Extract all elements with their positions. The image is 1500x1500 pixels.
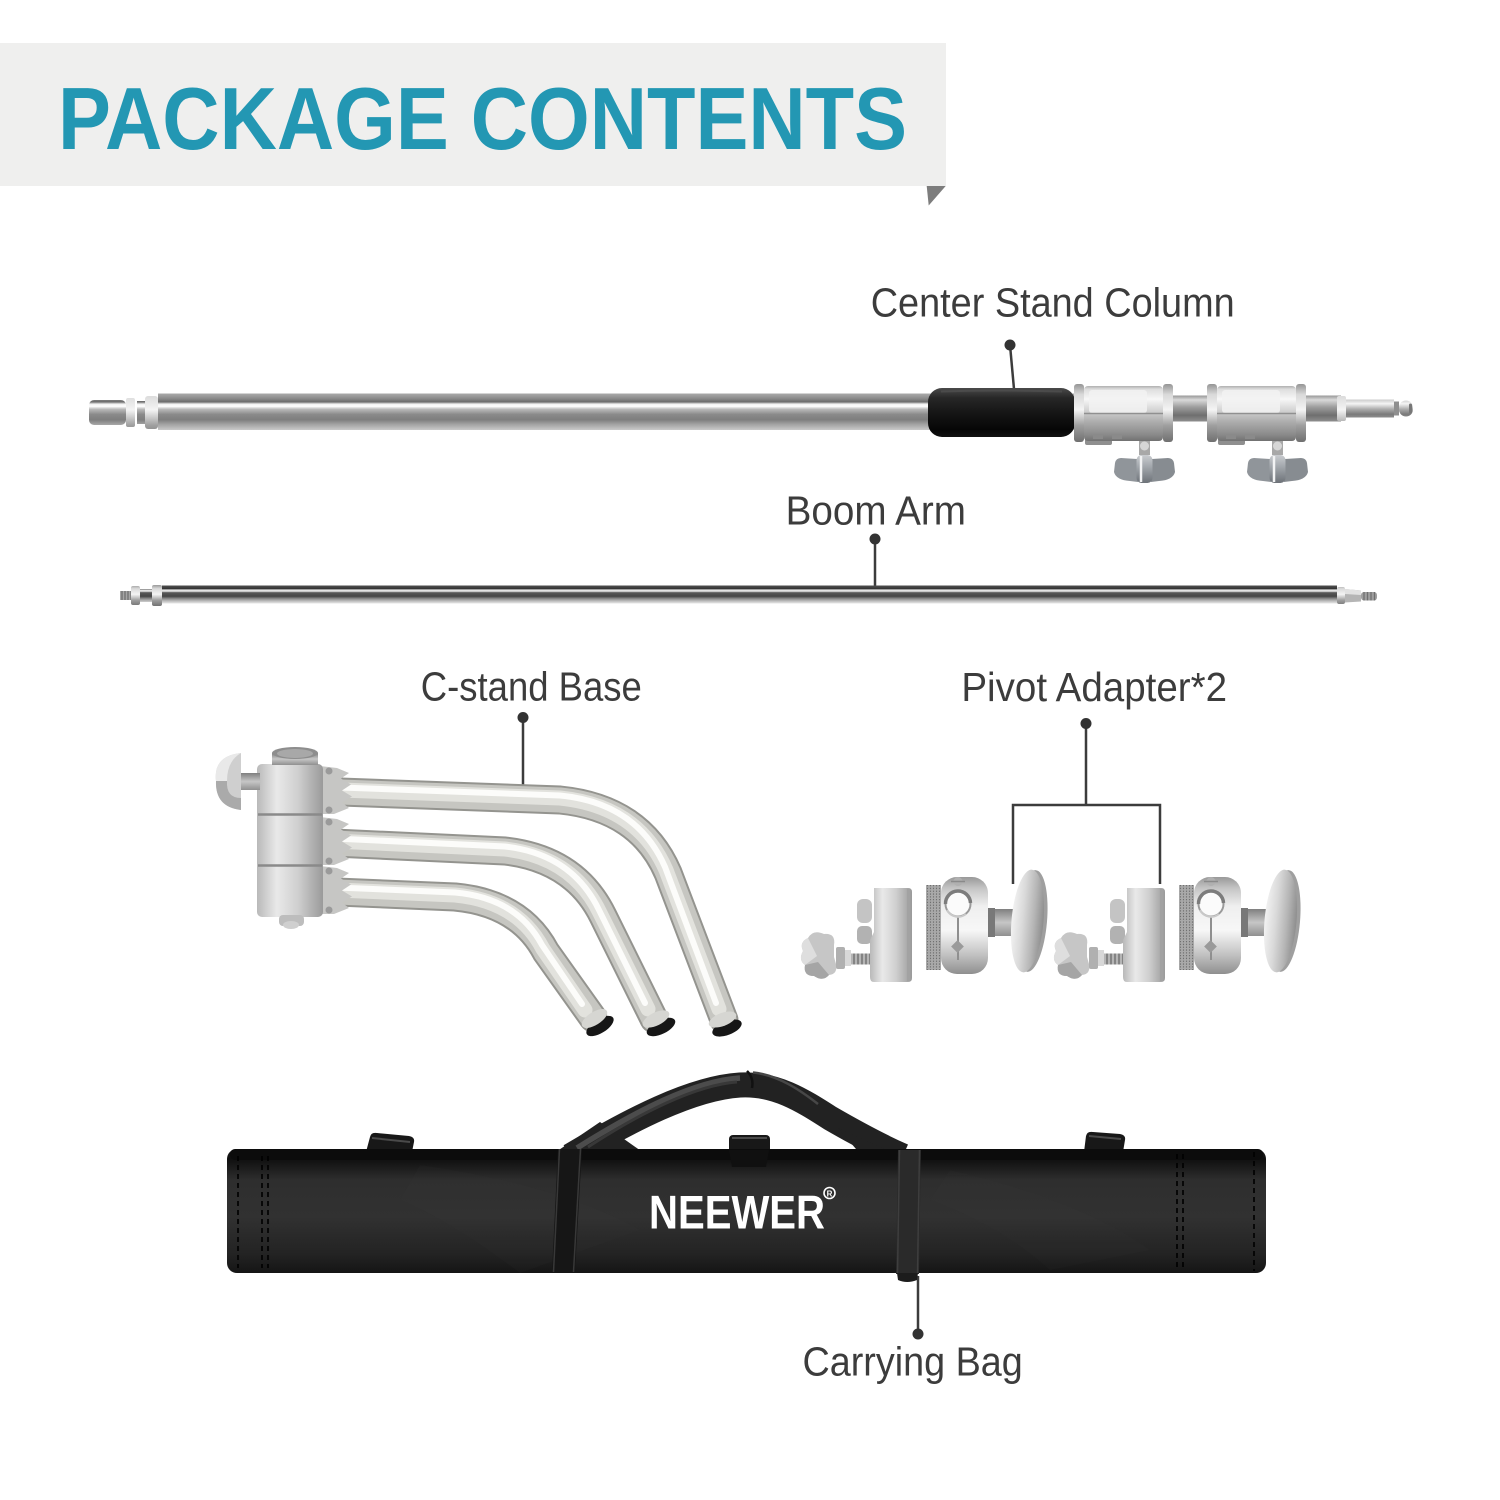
svg-text:R: R: [827, 1190, 833, 1199]
svg-text:Pivot Adapter*2: Pivot Adapter*2: [961, 664, 1227, 710]
svg-text:NEEWER: NEEWER: [649, 1186, 825, 1239]
svg-text:Center Stand Column: Center Stand Column: [871, 280, 1235, 326]
svg-text:Boom Arm: Boom Arm: [786, 488, 966, 534]
svg-text:Carrying Bag: Carrying Bag: [802, 1339, 1022, 1385]
svg-text:C-stand Base: C-stand Base: [421, 664, 642, 710]
svg-text:PACKAGE CONTENTS: PACKAGE CONTENTS: [58, 69, 907, 168]
